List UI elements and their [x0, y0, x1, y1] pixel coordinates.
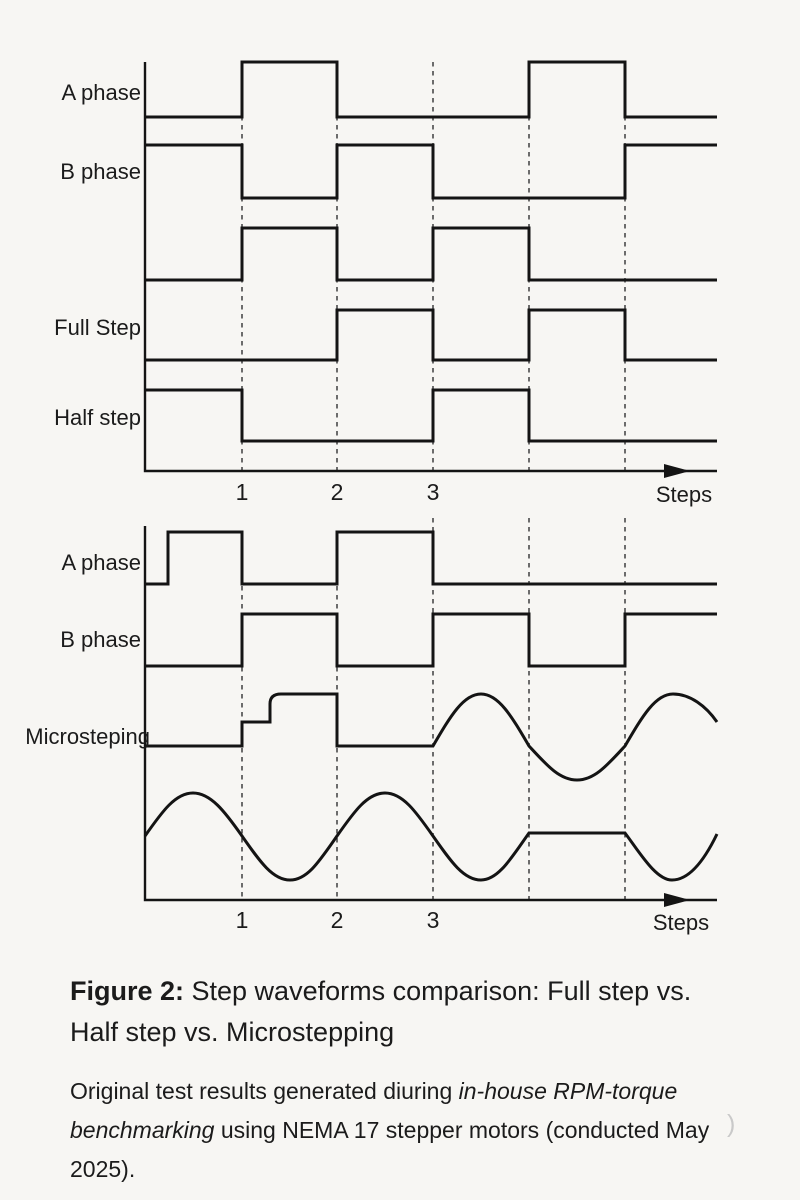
- top-chart-label-a-phase: A phase: [61, 80, 141, 105]
- ghost-paren-artifact: ): [727, 1110, 736, 1138]
- full-half-step-chart-axes: [143, 62, 717, 473]
- a-phase-waveform: [145, 60, 717, 119]
- bottom-chart-label-b-phase: B phase: [60, 627, 141, 652]
- bottom-chart-tick-3: 3: [426, 907, 440, 933]
- note-italic-1: in-house RPM-torque: [458, 1078, 678, 1104]
- caption-line-1: Figure 2: Step waveforms comparison: Ful…: [70, 971, 760, 1012]
- note-italic-2: benchmarking: [70, 1117, 215, 1143]
- figure-note: Original test results generated diuring …: [70, 1072, 770, 1189]
- half-step-waveform: [145, 388, 717, 443]
- bottom-chart-axis-title: Steps: [652, 910, 710, 935]
- figure-caption: Figure 2: Step waveforms comparison: Ful…: [70, 971, 760, 1053]
- b-phase-waveform: [145, 143, 717, 200]
- top-chart-tick-2: 2: [330, 479, 344, 505]
- note-line-1: Original test results generated diuring …: [70, 1072, 770, 1111]
- top-chart-tick-3: 3: [426, 479, 440, 505]
- phase-3-waveform: [145, 226, 717, 282]
- caption-line-2: Half step vs. Microstepping: [70, 1017, 395, 1047]
- note-text-3: 2025).: [70, 1156, 136, 1182]
- b-phase-waveform: [145, 612, 717, 668]
- microstepping-sine-waveform: [143, 791, 719, 882]
- top-chart-axis-title: Steps: [655, 482, 713, 507]
- bottom-chart-label-microstepping: Microsteping: [25, 724, 150, 749]
- top-chart-tick-1: 1: [235, 479, 249, 505]
- x-axis-arrowhead: [664, 464, 690, 478]
- caption-figure-label: Figure 2:: [70, 976, 185, 1006]
- full-step-waveform: [145, 308, 717, 362]
- top-chart-label-half-step: Half step: [54, 405, 141, 430]
- microstepping-chart-axes: [143, 526, 717, 902]
- top-chart-label-b-phase: B phase: [60, 159, 141, 184]
- note-text-2: using NEMA 17 stepper motors (conducted …: [214, 1117, 710, 1143]
- note-text-1: Original test results generated diuring: [70, 1078, 459, 1104]
- caption-text-part1: Step waveforms comparison: Full step vs.: [184, 976, 692, 1006]
- bottom-chart-tick-2: 2: [330, 907, 344, 933]
- a-phase-waveform: [145, 530, 717, 586]
- bottom-chart-label-a-phase: A phase: [61, 550, 141, 575]
- note-line-3: 2025).: [70, 1150, 770, 1189]
- x-axis-arrowhead: [664, 893, 690, 907]
- full-half-step-chart-group: [143, 60, 717, 478]
- note-line-2: benchmarking using NEMA 17 stepper motor…: [70, 1111, 770, 1150]
- top-chart-label-full-step: Full Step: [54, 315, 141, 340]
- microstepping-waveform: [145, 692, 719, 782]
- microstepping-chart-group: [143, 518, 719, 907]
- bottom-chart-tick-1: 1: [235, 907, 249, 933]
